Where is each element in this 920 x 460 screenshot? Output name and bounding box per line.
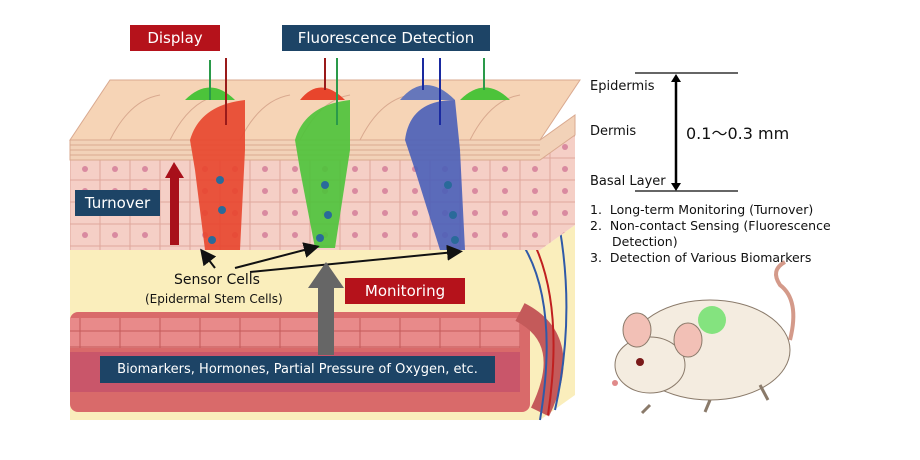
fluorescence-detection-label: Fluorescence Detection — [282, 25, 490, 51]
turnover-label: Turnover — [75, 190, 160, 216]
feature-item: 1. Long-term Monitoring (Turnover) — [590, 202, 814, 217]
biomarkers-label: Biomarkers, Hormones, Partial Pressure o… — [100, 356, 495, 383]
feature-item: 2. Non-contact Sensing (Fluorescence Det… — [590, 218, 831, 249]
monitoring-label: Monitoring — [345, 278, 465, 304]
turnover-arrow — [170, 175, 179, 245]
fluorescent-spot — [698, 306, 726, 334]
monitoring-arrow — [318, 285, 334, 355]
dermis-label: Dermis — [590, 124, 637, 139]
thickness-label: 0.1〜0.3 mm — [686, 124, 790, 143]
basal-layer-label: Basal Layer — [590, 174, 666, 189]
feature-list: 1. Long-term Monitoring (Turnover) 2. No… — [590, 202, 832, 266]
sensor-cells-label: Sensor Cells — [174, 272, 260, 288]
green-sensor-cells — [295, 87, 350, 248]
mouse-illustration — [612, 260, 796, 415]
feature-item: 3. Detection of Various Biomarkers — [590, 250, 812, 265]
epidermis-label: Epidermis — [590, 79, 655, 94]
sensor-cells-subtitle: (Epidermal Stem Cells) — [145, 292, 283, 306]
display-label: Display — [130, 25, 220, 51]
thickness-scale — [635, 72, 738, 192]
sensor-pointer-arrows — [200, 242, 463, 273]
